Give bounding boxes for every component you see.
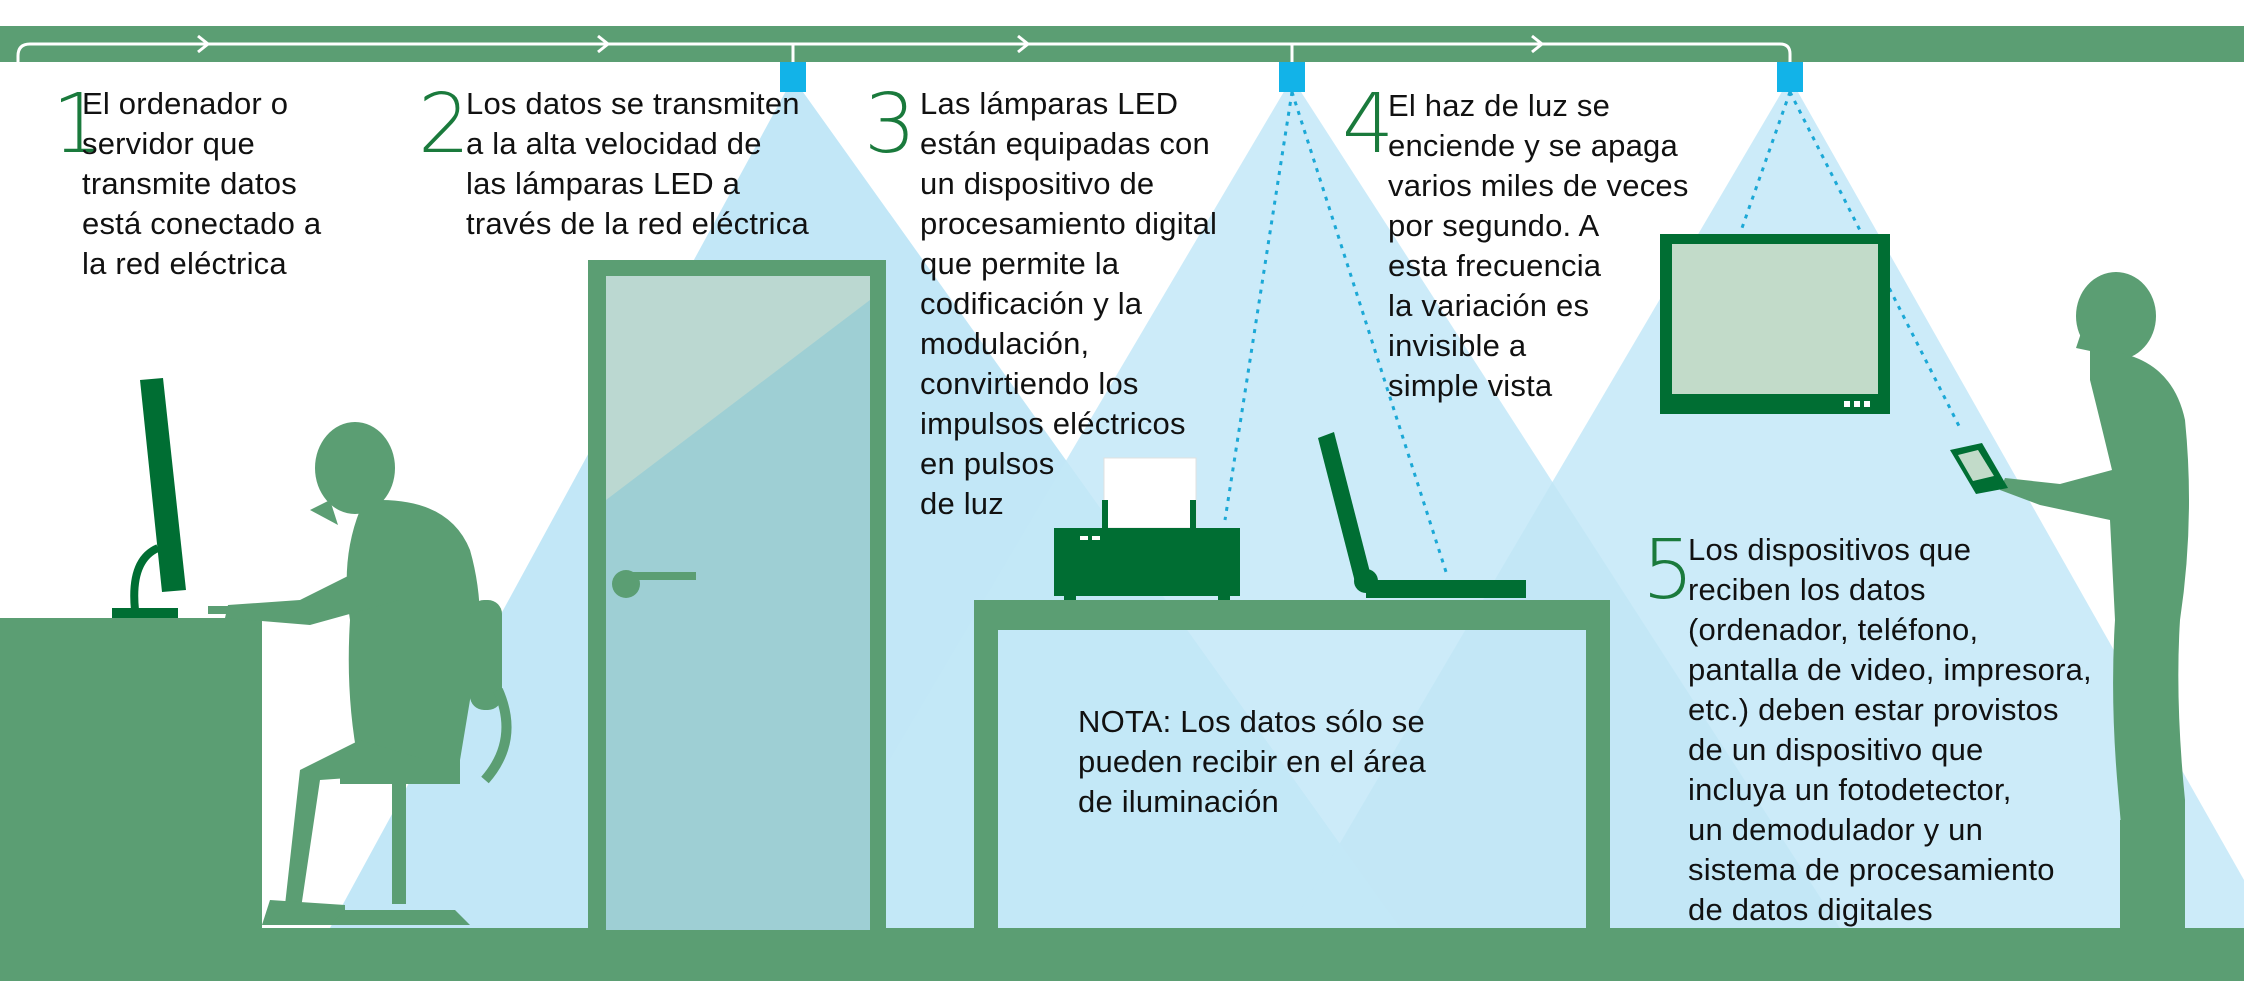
wall-screen [1660,234,1890,414]
standing-person [2000,272,2189,930]
step-1-number: 1 [52,77,105,172]
signal-lines [1223,91,1962,576]
step-4-text: El haz de luz se enciende y se apaga var… [1388,88,1689,403]
led-lamp-1 [780,62,806,92]
arrow-up-icon [8,135,28,149]
step-2-number: 2 [418,77,471,172]
arrow-up-icon [8,455,28,469]
step-4-number: 4 [1342,77,1395,172]
step-2-text: Los datos se transmiten a la alta veloci… [466,86,809,241]
power-cable [16,42,1792,667]
arrow-right-icon [1017,34,1031,54]
step-5-number: 5 [1642,523,1695,618]
table [974,600,1610,930]
led-lamp-3 [1777,62,1803,92]
door [588,260,886,930]
floor [0,928,2244,981]
printer [1054,457,1240,600]
step-1-text: El ordenador o servidor que transmite da… [82,86,322,281]
seated-person [225,422,512,925]
arrow-right-icon [597,34,611,54]
step-3-text: Las lámparas LED están equipadas con un … [920,86,1218,521]
flow-arrows [8,34,1545,675]
arrow-right-icon [197,34,211,54]
desktop-monitor [112,378,186,618]
arrow-right-icon [1531,34,1545,54]
step-5-text: Los dispositivos que reciben los datos (… [1688,532,2092,927]
note-text: NOTA: Los datos sólo se pueden recibir e… [1078,704,1426,819]
computer-desk [0,618,262,930]
step-3-number: 3 [864,77,917,172]
mobile-phone [1950,443,2008,494]
laptop [1318,432,1526,598]
led-lamp-2 [1279,62,1305,92]
light-beam-3 [1290,78,2244,928]
